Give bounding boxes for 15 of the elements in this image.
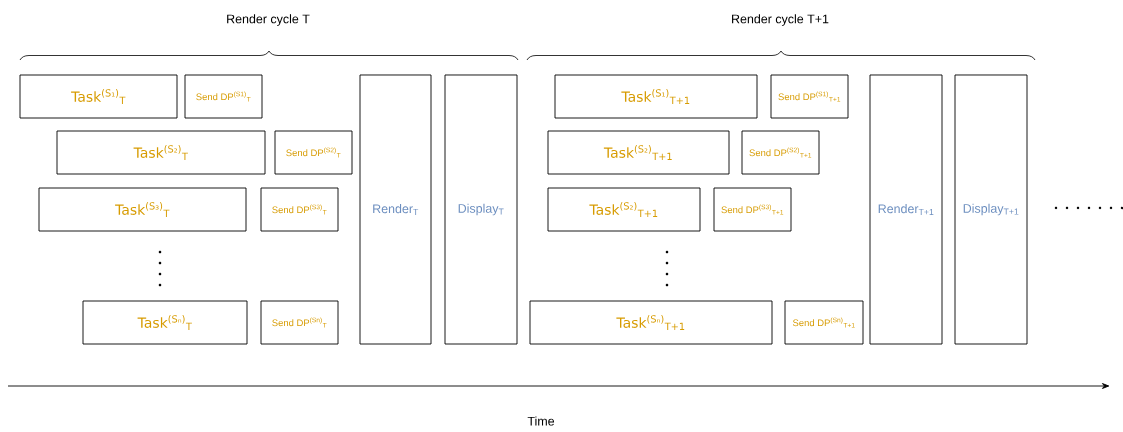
cycle-title: Render cycle T bbox=[227, 14, 310, 26]
axis-label: Time bbox=[527, 416, 555, 426]
render-box: Render$_{T+1}$ bbox=[869, 74, 943, 345]
task-box: Task$^{(S₃)}$T bbox=[38, 187, 247, 232]
task-box: Task$^{(Sₙ)}$T bbox=[82, 300, 248, 345]
render-box: Render$_{T}$ bbox=[359, 74, 432, 345]
task-box: Task$^{(S₂)}$T bbox=[56, 130, 266, 175]
cycle-title: Render cycle T+1 bbox=[732, 14, 829, 26]
task-box: Task$^{(S₁)}$T+1 bbox=[554, 74, 758, 119]
task-box: Task$^{(Sₙ)}$T+1 bbox=[529, 300, 773, 345]
task-box: Task$^{(S₂)}$T+1 bbox=[547, 130, 730, 175]
task-box: Task$^{(S₁)}$T bbox=[19, 74, 178, 119]
display-box: Display$_{T}$ bbox=[444, 74, 518, 345]
task-box: Task$^{(S₂)}$T+1 bbox=[547, 187, 701, 232]
display-box: Display$_{T+1}$ bbox=[954, 74, 1028, 345]
